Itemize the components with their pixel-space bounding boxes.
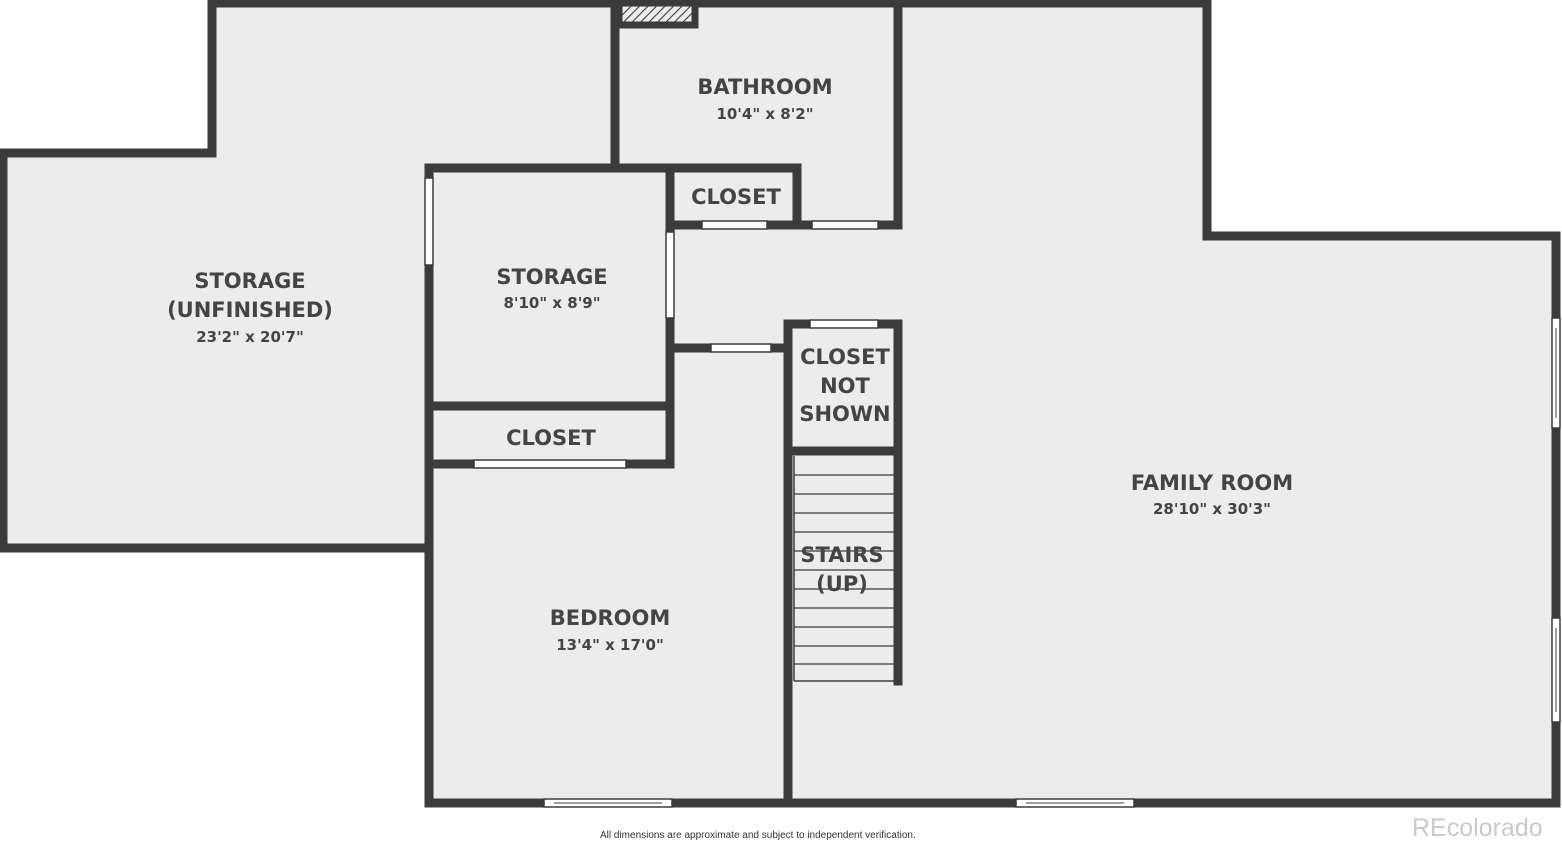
label-bathroom: BATHROOM [697, 75, 832, 99]
floor-family-south [788, 324, 898, 803]
window-closet-upper [701, 220, 768, 230]
room-labels: STORAGE (UNFINISHED) 23'2" x 20'7" STORA… [167, 75, 1293, 654]
dim-storage-unfinished: 23'2" x 20'7" [196, 328, 304, 346]
wall-top [610, 0, 1561, 323]
dim-bathroom: 10'4" x 8'2" [716, 105, 813, 123]
label-family-room: FAMILY ROOM [1131, 471, 1293, 495]
wall-storage-unfinished-outer [0, 0, 620, 553]
window-cns [809, 319, 879, 329]
window-bathroom [811, 220, 879, 230]
label-storage: STORAGE [496, 265, 607, 289]
vent-hatch [615, 0, 699, 29]
window-storage-left [424, 177, 434, 266]
floor-storage-unfinished [3, 3, 615, 548]
disclaimer-text: All dimensions are approximate and subje… [600, 830, 916, 841]
floor-bathroom [615, 3, 898, 225]
floor-closet-lower [429, 406, 670, 464]
window-storage-right [665, 231, 675, 319]
label-stairs-line2: (UP) [816, 572, 868, 596]
floor-family-main [898, 3, 1207, 803]
window-hall [710, 343, 772, 353]
dim-family-room: 28'10" x 30'3" [1153, 500, 1271, 518]
label-bedroom: BEDROOM [550, 606, 671, 630]
watermark-logo: REcolorado [1412, 814, 1543, 842]
label-closet-not-shown-line2: NOT [820, 374, 870, 398]
stairs-rails [793, 456, 894, 682]
window-sills [554, 328, 1557, 804]
dim-storage: 8'10" x 8'9" [503, 294, 600, 312]
floor-family-east [1207, 236, 1556, 803]
label-storage-unfinished-line2: (UNFINISHED) [167, 298, 333, 322]
label-closet-upper: CLOSET [691, 185, 781, 209]
wall-bottom-west [424, 543, 549, 808]
floor-bedroom [429, 464, 788, 803]
stair-treads [794, 474, 894, 665]
walls [0, 0, 1561, 808]
label-storage-unfinished-line1: STORAGE [194, 269, 305, 293]
label-closet-lower: CLOSET [506, 426, 596, 450]
label-closet-not-shown-line1: CLOSET [800, 345, 890, 369]
floor-fills [3, 3, 1556, 803]
label-stairs-line1: STAIRS [800, 543, 883, 567]
window-closet-lower [473, 459, 627, 469]
label-closet-not-shown-line3: SHOWN [799, 402, 890, 426]
dim-bedroom: 13'4" x 17'0" [556, 636, 664, 654]
